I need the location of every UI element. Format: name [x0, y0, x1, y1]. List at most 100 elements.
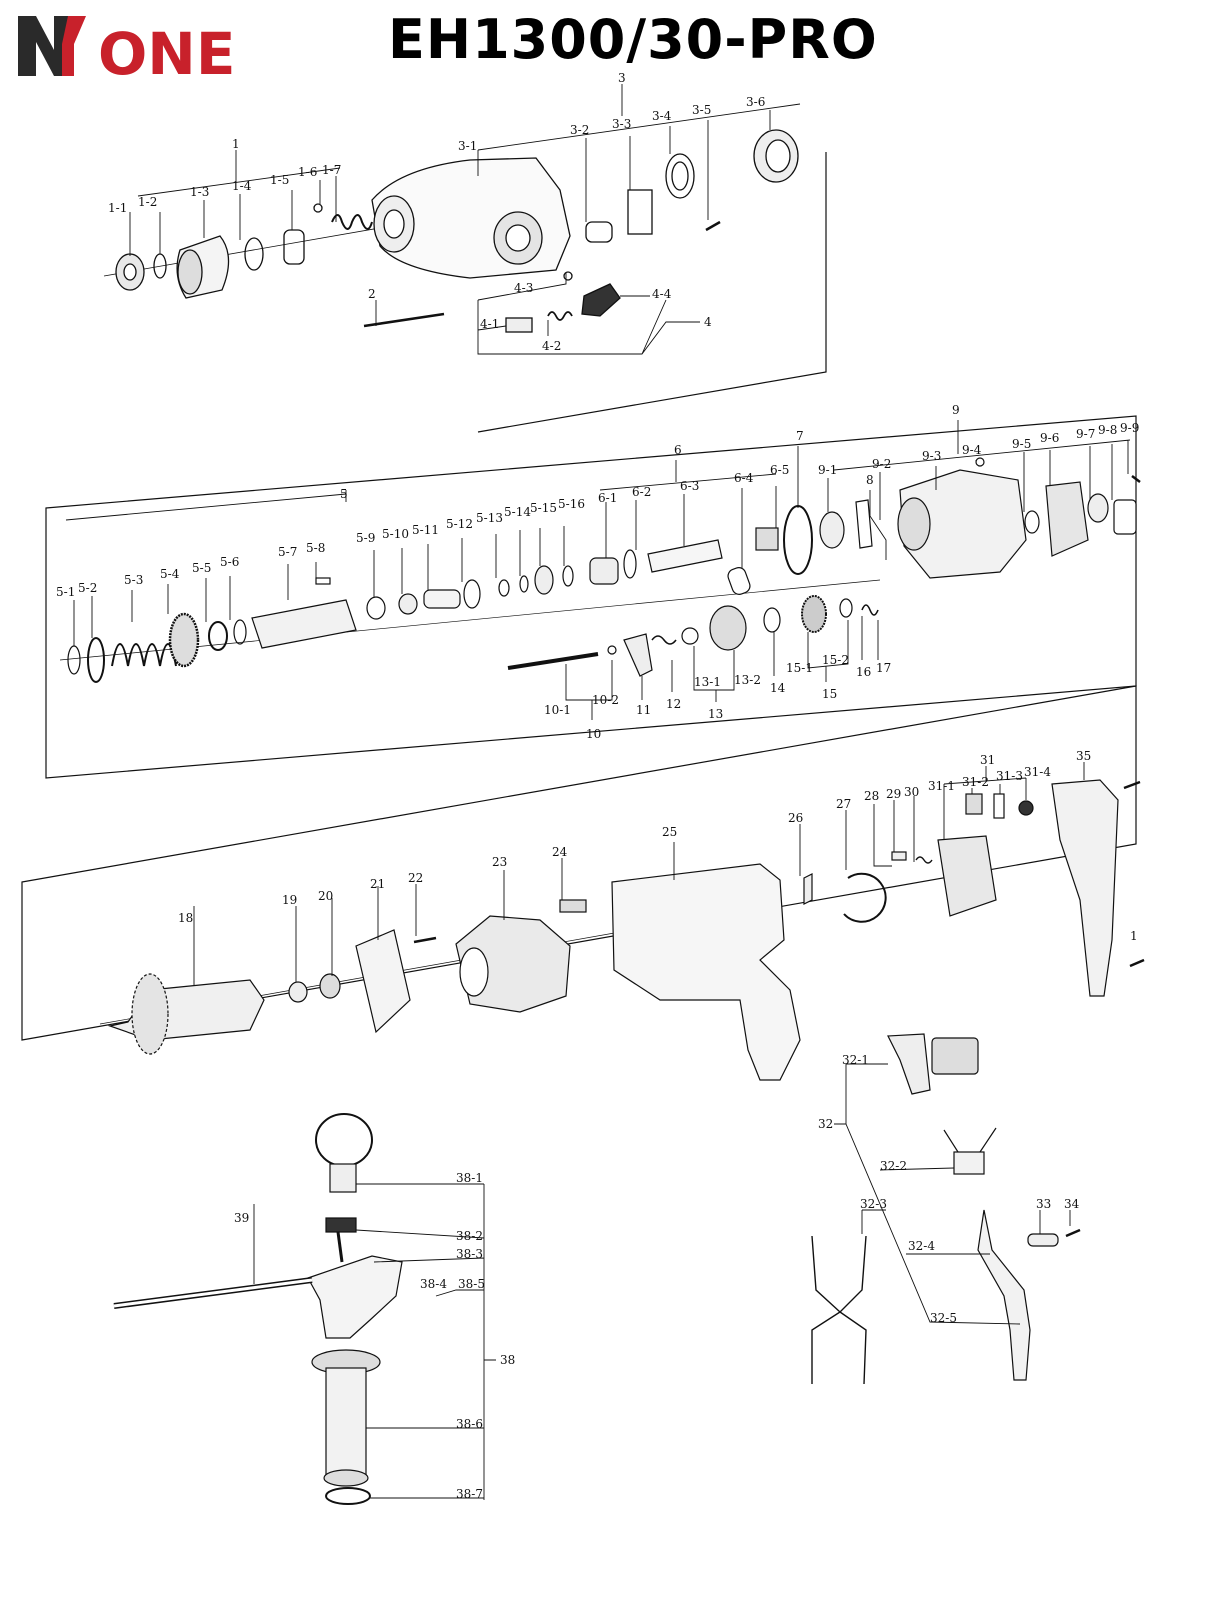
callout-label-31-2: 31-2	[962, 775, 989, 789]
part-38-7-cap	[325, 1487, 371, 1505]
callout-label-34: 34	[1064, 1197, 1080, 1211]
callout-label-5-16: 5-16	[558, 497, 585, 511]
part-5-4-gear	[168, 612, 200, 668]
callout-label-38-6: 38-6	[456, 1417, 483, 1431]
callout-label-3-2: 3-2	[570, 123, 589, 137]
part-2-long-screw	[363, 312, 445, 328]
callout-label-1-4: 1-4	[232, 179, 252, 193]
callout-label-31-3: 31-3	[996, 769, 1023, 783]
callout-label-4-1: 4-1	[480, 317, 499, 331]
part-24-clip	[559, 899, 587, 913]
group-panels	[21, 152, 1137, 1041]
callout-label-35: 35	[1076, 749, 1091, 763]
callout-label-4-2: 4-2	[542, 339, 561, 353]
callout-label-38-3: 38-3	[456, 1247, 483, 1261]
callout-label-3-3: 3-3	[612, 117, 631, 131]
callout-label-3-1: 3-1	[458, 139, 477, 153]
callout-label-6-4: 6-4	[734, 471, 754, 485]
callout-label-1-5: 1-5	[270, 173, 289, 187]
callout-label-9-6: 9-6	[1040, 431, 1059, 445]
row4-parts	[113, 1033, 1081, 1505]
part-32-4-cable-guard	[977, 1209, 1031, 1381]
callout-label-38-4: 38-4	[420, 1277, 447, 1291]
callout-label-6: 6	[674, 443, 682, 457]
callout-label-19: 19	[282, 893, 297, 907]
callout-label-5-9: 5-9	[356, 531, 375, 545]
part-1-5-clip	[283, 229, 305, 265]
part-1-screw-bottom	[1129, 958, 1145, 968]
part-9-8-bearing-plate	[1113, 499, 1137, 535]
callout-label-9-9: 9-9	[1120, 421, 1139, 435]
part-5-13-ring	[498, 579, 510, 597]
callout-label-9-2: 9-2	[872, 457, 891, 471]
part-1-6-ball	[313, 203, 323, 213]
panel-row3	[21, 685, 1137, 1041]
callout-label-5: 5	[340, 487, 348, 501]
callout-label-32-5: 32-5	[930, 1311, 957, 1325]
row2-parts	[59, 457, 1141, 683]
part-5-2-ring	[87, 637, 105, 683]
part-4-2-spring	[547, 311, 573, 321]
part-20-bearing	[319, 973, 341, 999]
callout-label-26: 26	[788, 811, 803, 825]
callout-label-38-7: 38-7	[456, 1487, 483, 1501]
part-4-1-block	[505, 317, 533, 333]
callout-label-33: 33	[1036, 1197, 1051, 1211]
part-38-1-band	[315, 1113, 373, 1167]
callout-label-2: 2	[368, 287, 376, 301]
callout-label-32: 32	[818, 1117, 833, 1131]
callout-label-25: 25	[662, 825, 677, 839]
part-38-6-grip	[325, 1367, 367, 1479]
leader-lines	[65, 84, 1131, 1500]
callout-label-9-7: 9-7	[1076, 427, 1095, 441]
callout-label-5-14: 5-14	[504, 505, 531, 519]
part-5-12-oring	[463, 579, 481, 609]
part-3-3-plate	[627, 189, 653, 235]
callout-label-6-5: 6-5	[770, 463, 789, 477]
part-5-5-washer	[208, 621, 228, 651]
part-4-4-knob	[581, 283, 621, 317]
callout-label-4: 4	[704, 315, 712, 329]
callout-label-1: 1	[232, 137, 240, 151]
callout-label-10-1: 10-1	[544, 703, 571, 717]
callout-label-3: 3	[618, 71, 626, 85]
part-27-spring-ring	[843, 872, 887, 923]
part-13-2-bearing	[709, 605, 747, 651]
callout-label-9-1: 9-1	[818, 463, 837, 477]
part-6-3-cylinder	[647, 539, 723, 573]
callout-label-38: 38	[500, 1353, 515, 1367]
part-21-baffle	[355, 929, 411, 1034]
callout-label-15: 15	[822, 687, 837, 701]
part-1-4-washer	[244, 237, 264, 271]
callout-label-5-6: 5-6	[220, 555, 239, 569]
callout-label-6-1: 6-1	[598, 491, 617, 505]
brand-logo: ONE	[16, 10, 236, 88]
callout-label-3-6: 3-6	[746, 95, 765, 109]
panel-row2	[45, 415, 1137, 779]
callout-label-22: 22	[408, 871, 423, 885]
part-34-screw	[1065, 1228, 1081, 1238]
callout-label-1: 1	[1130, 929, 1138, 943]
part-15-1-gear	[801, 595, 827, 633]
callout-label-7: 7	[796, 429, 804, 443]
callout-label-5-4: 5-4	[160, 567, 180, 581]
part-5-11-striker	[423, 589, 461, 609]
callout-label-5-10: 5-10	[382, 527, 409, 541]
part-6-4-pin	[727, 567, 751, 595]
part-5-10-bush	[398, 593, 418, 615]
brand-logo-mark: ONE	[18, 16, 235, 88]
callout-label-17: 17	[876, 661, 891, 675]
part-9-6-plate	[1045, 481, 1089, 557]
part-13-1-bush	[681, 627, 699, 645]
callout-label-1-7: 1-7	[322, 163, 341, 177]
callout-label-32-2: 32-2	[880, 1159, 907, 1173]
part-5-1-ring	[67, 645, 81, 675]
callout-label-13: 13	[708, 707, 723, 721]
model-title: EH1300/30-PRO	[388, 8, 878, 71]
part-1-screw-top	[1123, 780, 1141, 790]
callout-label-5-13: 5-13	[476, 511, 503, 525]
part-9-4-pin	[975, 457, 985, 467]
part-1-7-spring	[331, 214, 373, 230]
